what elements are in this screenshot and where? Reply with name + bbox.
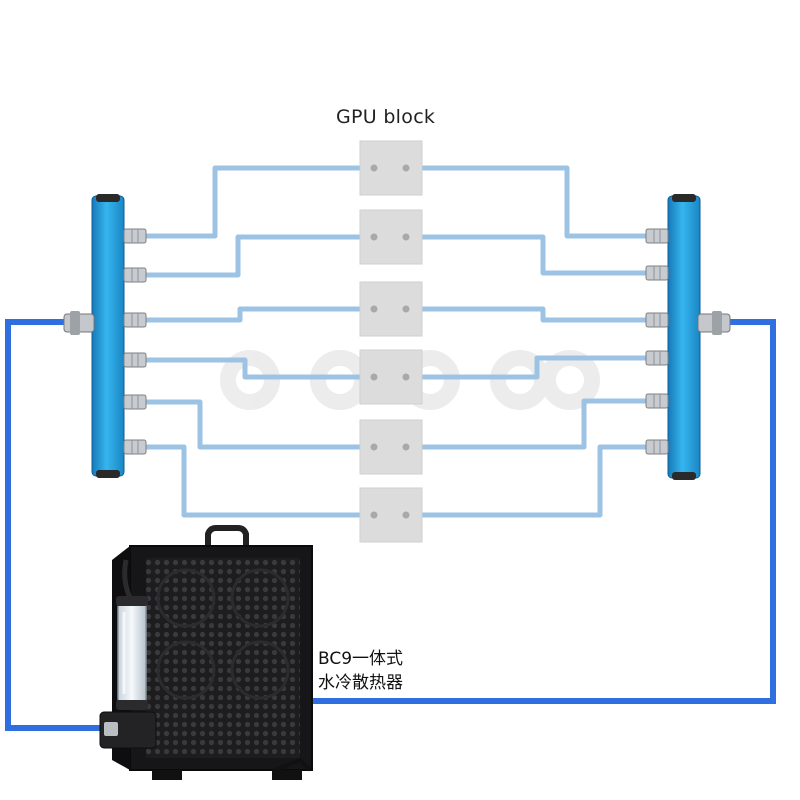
port-fitting [123, 228, 147, 244]
gpu-block [359, 487, 423, 543]
cooler-label-line2: 水冷散热器 [318, 673, 403, 693]
branch-tube-in [145, 444, 374, 518]
branch-tube-in [145, 306, 374, 323]
port-fitting [123, 439, 147, 455]
gpu-block [359, 140, 423, 196]
branch-tube-in [145, 234, 374, 278]
bc9-cooler-unit [99, 525, 313, 780]
port-fitting [645, 228, 669, 244]
gpu-block [359, 349, 423, 405]
port-fitting [645, 439, 669, 455]
branch-tube-out [406, 306, 650, 323]
branch-tubing [145, 165, 650, 518]
port-fitting [645, 312, 669, 328]
main-loop-tubing [5, 319, 776, 731]
port-fitting [123, 394, 147, 410]
branch-tube-out [406, 165, 650, 239]
gpu-block-label: GPU block [336, 106, 436, 128]
cooler-label-line1: BC9一体式 [318, 649, 404, 669]
branch-tube-out [406, 444, 650, 518]
branch-tube-in [145, 165, 374, 239]
pump-reservoir [99, 596, 157, 749]
port-fitting [645, 393, 669, 409]
port-fitting [645, 350, 669, 366]
branch-tube-in [145, 357, 374, 380]
gpu-block [359, 419, 423, 475]
left-manifold [63, 194, 147, 478]
gpu-block [359, 281, 423, 337]
branch-tube-in [145, 399, 374, 450]
branch-tube-out [406, 398, 650, 450]
port-fitting [123, 312, 147, 328]
left-inlet-fitting [63, 311, 95, 335]
port-fitting [123, 352, 147, 368]
branch-tube-out [406, 234, 650, 276]
gpu-blocks [359, 140, 423, 543]
port-fitting [645, 265, 669, 281]
port-fitting [123, 267, 147, 283]
right-outlet-fitting [697, 311, 731, 335]
right-manifold [645, 194, 731, 480]
gpu-block [359, 209, 423, 265]
branch-tube-out [406, 355, 650, 380]
